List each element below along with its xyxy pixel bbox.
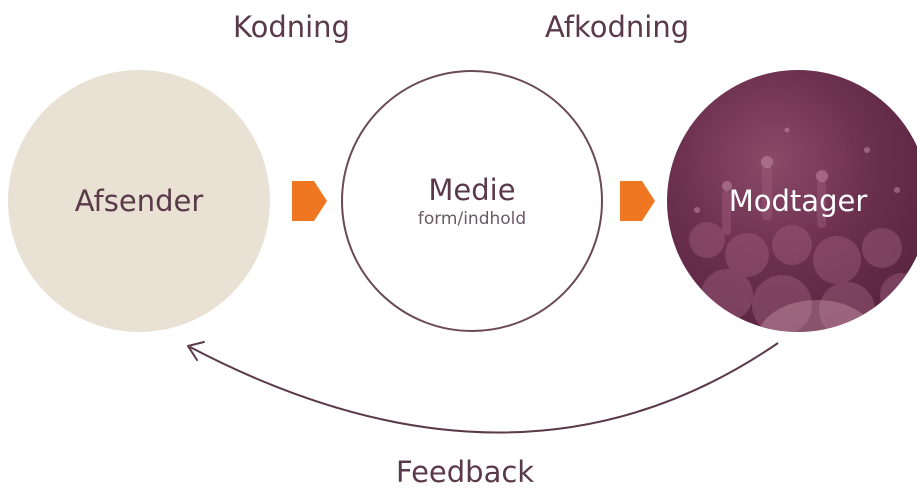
arrow-right-icon bbox=[620, 181, 655, 221]
receiver-label: Modtager bbox=[728, 184, 868, 218]
crowd-photo bbox=[689, 127, 917, 332]
receiver-node: Modtager bbox=[667, 70, 917, 332]
medium-title: Medie bbox=[428, 173, 516, 207]
medium-subtitle: form/indhold bbox=[417, 209, 527, 229]
arrow-right-icon bbox=[292, 181, 327, 221]
encoding-label: Kodning bbox=[233, 10, 350, 44]
feedback-label: Feedback bbox=[396, 455, 535, 489]
decoding-label: Afkodning bbox=[545, 10, 690, 44]
sender-label: Afsender bbox=[74, 184, 204, 218]
sender-node: Afsender bbox=[8, 70, 270, 332]
medium-node: Medie form/indhold bbox=[341, 70, 603, 332]
